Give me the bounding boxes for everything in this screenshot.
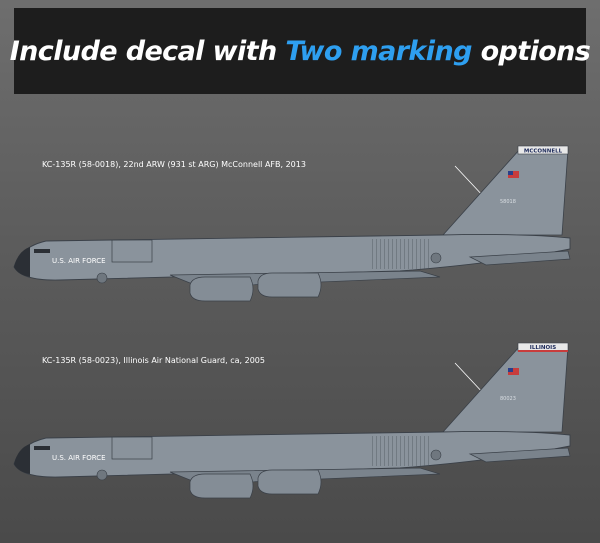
engine-nacelle: [257, 469, 322, 495]
fuselage: [13, 430, 571, 478]
aircraft-profile-option-2: ILLINOIS 80023 U.S. AIR FORCE: [13, 342, 571, 499]
cockpit-window: [34, 446, 50, 450]
flag-canton: [508, 171, 513, 175]
cargo-door: [111, 436, 153, 460]
banner-title: Include decal with Two marking options: [10, 36, 591, 67]
tail-fin: [442, 345, 569, 433]
cargo-door: [111, 239, 153, 263]
tail-band-stripe: [518, 350, 568, 352]
tail-band: [517, 145, 569, 155]
engine-nacelle: [189, 276, 254, 302]
engine-nacelle: [189, 473, 254, 499]
title-banner: Include decal with Two marking options: [10, 8, 591, 94]
nose-radome: [14, 444, 30, 474]
marking-option-2-caption: KC-135R (58-0023), Illinois Air National…: [42, 356, 265, 365]
tail-band-text: ILLINOIS: [530, 345, 556, 351]
horizontal-stabilizer: [468, 250, 571, 266]
aircraft-profile-option-1: MCCONNELL 58018 U.S. AIR FORCE: [13, 145, 571, 302]
title-highlight: Two marking: [285, 35, 472, 67]
tail-code-text: 80023: [500, 396, 516, 402]
title-part-2: options: [471, 35, 591, 67]
marking-option-1-caption: KC-135R (58-0018), 22nd ARW (931 st ARG)…: [42, 160, 306, 169]
fuselage: [13, 233, 571, 281]
panel-stripes: [370, 239, 430, 269]
flag-canton: [508, 368, 513, 372]
flag-icon: [508, 368, 519, 375]
callout-line: [454, 362, 486, 396]
tail-code-text: 58018: [500, 199, 516, 205]
callout-line: [454, 165, 486, 199]
cockpit-window: [34, 249, 50, 253]
horizontal-stabilizer: [468, 447, 571, 463]
tail-band-text: MCCONNELL: [524, 149, 563, 155]
title-part-1: Include decal with: [9, 35, 286, 67]
roundel-icon: [96, 272, 108, 284]
tail-fin: [442, 148, 569, 236]
engine-nacelle: [257, 272, 322, 298]
star-insignia-icon: [430, 252, 442, 264]
roundel-icon: [96, 469, 108, 481]
star-insignia-icon: [430, 449, 442, 461]
nose-radome: [14, 247, 30, 277]
fuselage-text: U.S. AIR FORCE: [52, 257, 106, 265]
fuselage-text: U.S. AIR FORCE: [52, 454, 106, 462]
flag-icon: [508, 171, 519, 178]
panel-stripes: [370, 436, 430, 466]
